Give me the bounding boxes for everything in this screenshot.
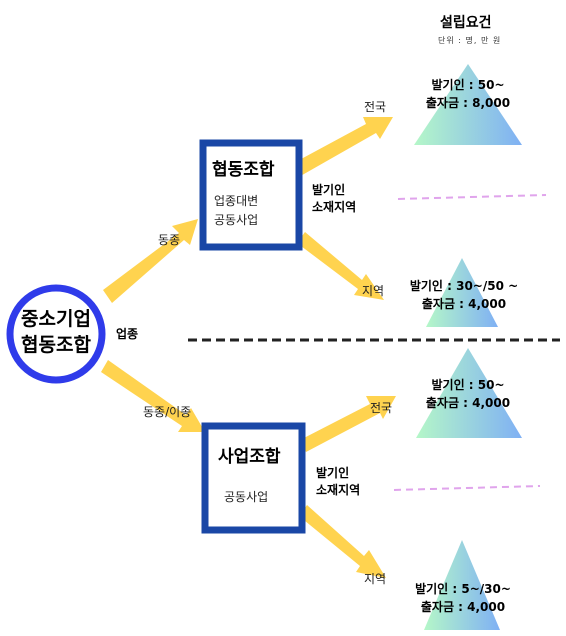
- requirement-triangle-2: [426, 258, 498, 327]
- top-note-line2: 소재지역: [312, 200, 357, 214]
- business-association-title: 사업조합: [218, 447, 281, 467]
- requirement-4-founders: 발기인 : 5~/30~: [415, 582, 511, 596]
- requirement-4-capital: 출자금 : 4,000: [420, 600, 506, 614]
- requirement-3-founders: 발기인 : 50~: [431, 378, 505, 392]
- arrow-top-national: [290, 117, 393, 178]
- cooperative-desc-line2: 공동사업: [214, 213, 259, 227]
- unit-note: 단위 : 명, 만 원: [438, 36, 502, 45]
- requirement-3-text: 발기인 : 50~ 출자금 : 4,000: [413, 376, 523, 412]
- requirement-2-founders: 발기인 : 30~/50 ~: [409, 279, 519, 293]
- requirement-2-capital: 출자금 : 4,000: [421, 297, 507, 311]
- sme-cooperative-line1: 중소기업: [21, 308, 91, 330]
- top-regional-label: 지역: [362, 284, 385, 298]
- arrow-to-cooperative: [103, 219, 198, 303]
- same-or-different-industry-label: 동종/이종: [143, 405, 192, 419]
- business-association-desc: 공동사업: [224, 490, 269, 504]
- arrow-bottom-national: [300, 396, 396, 452]
- requirement-triangle-4: [424, 540, 500, 630]
- requirements-header: 설립요건: [440, 15, 492, 31]
- arrow-top-regional: [297, 232, 384, 300]
- sme-cooperative-line2: 협동조합: [21, 334, 91, 356]
- industry-label: 업종: [116, 327, 139, 341]
- bottom-note-line1: 발기인: [316, 466, 350, 480]
- requirement-2-text: 발기인 : 30~/50 ~ 출자금 : 4,000: [400, 277, 528, 313]
- requirement-4-text: 발기인 : 5~/30~ 출자금 : 4,000: [403, 580, 523, 616]
- bottom-founder-region-note: 발기인 소재지역: [316, 465, 360, 499]
- bottom-note-line2: 소재지역: [316, 483, 361, 497]
- top-pink-dashed-line: [397, 194, 547, 200]
- requirement-triangle-1: [414, 64, 522, 145]
- requirement-1-capital: 출자금 : 8,000: [425, 96, 511, 110]
- top-national-label: 전국: [364, 100, 387, 114]
- cooperative-desc-line1: 업종대변: [214, 194, 259, 208]
- sme-cooperative-circle: [6, 284, 106, 384]
- requirement-triangle-3: [416, 348, 522, 438]
- requirement-3-capital: 출자금 : 4,000: [425, 396, 511, 410]
- bottom-pink-dashed-line: [393, 485, 541, 491]
- bottom-national-label: 전국: [370, 401, 393, 415]
- top-founder-region-note: 발기인 소재지역: [312, 182, 356, 216]
- cooperative-title: 협동조합: [212, 160, 275, 180]
- top-note-line1: 발기인: [312, 183, 346, 197]
- bottom-regional-label: 지역: [364, 572, 387, 586]
- sme-cooperative-label: 중소기업 협동조합: [10, 306, 102, 358]
- arrow-to-business-association: [101, 360, 205, 432]
- cooperative-box: [199, 139, 303, 251]
- requirement-1-text: 발기인 : 50~ 출자금 : 8,000: [413, 76, 523, 112]
- requirement-1-founders: 발기인 : 50~: [431, 78, 505, 92]
- same-industry-label: 동종: [158, 233, 181, 247]
- cooperative-desc: 업종대변 공동사업: [214, 192, 258, 230]
- business-association-box: [201, 422, 306, 534]
- arrow-bottom-regional: [299, 505, 386, 578]
